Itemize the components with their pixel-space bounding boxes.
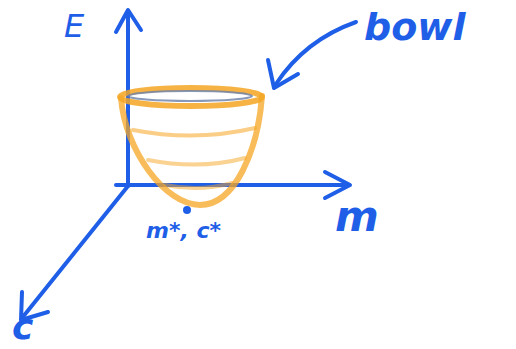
e-axis-arrowhead xyxy=(116,10,141,32)
axis-label: m xyxy=(335,196,379,238)
axis-label: E xyxy=(64,10,84,42)
pointer-arrow xyxy=(276,22,356,84)
m-axis-arrowhead xyxy=(325,172,350,198)
minimum-label: m*, c* xyxy=(146,220,221,242)
minimum-point xyxy=(183,206,191,214)
axis-label: c xyxy=(12,309,33,345)
c-axis xyxy=(22,186,128,318)
bowl-shape xyxy=(120,88,262,205)
annotation-label: bowl xyxy=(364,8,465,46)
pointer-arrowhead xyxy=(268,60,298,88)
